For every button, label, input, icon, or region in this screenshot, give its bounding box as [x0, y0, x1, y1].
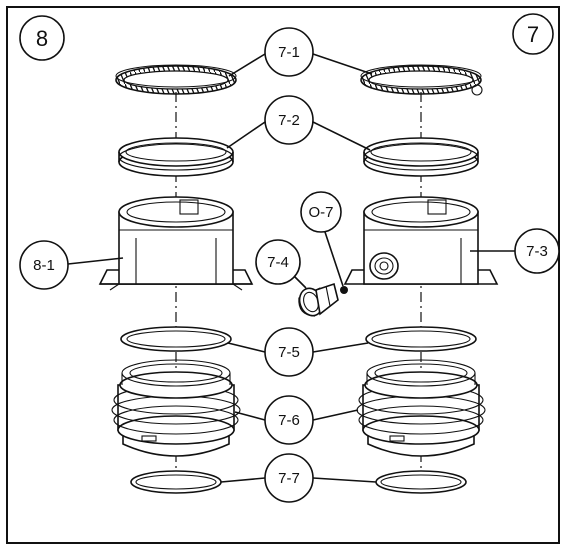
callout-7-4: 7-4: [255, 239, 301, 285]
right-o-ring-7-7: [375, 470, 467, 494]
callout-7-4-text: 7-4: [267, 254, 289, 271]
leader-lines: [67, 53, 515, 483]
left-o-ring-7-7: [130, 470, 222, 494]
callout-8-1-text: 8-1: [33, 257, 55, 274]
callout-7-5-text: 7-5: [278, 344, 300, 361]
callout-7-7: 7-7: [264, 453, 314, 503]
right-assembly: [343, 64, 499, 494]
left-threaded-body-7-6: [111, 359, 241, 457]
left-o-ring-7-5: [120, 326, 232, 352]
callout-7-3-text: 7-3: [526, 243, 548, 260]
callout-7-6-text: 7-6: [278, 412, 300, 429]
left-assembly: [98, 64, 254, 494]
right-o-ring-7-5: [365, 326, 477, 352]
left-housing-8-1: [98, 196, 254, 291]
callout-8-1: 8-1: [19, 240, 69, 290]
panel-label-right: 7: [512, 13, 554, 55]
left-retaining-ring-7-2: [118, 137, 234, 177]
callout-7-2-text: 7-2: [278, 112, 300, 129]
callout-7-1: 7-1: [264, 27, 314, 77]
callout-7-2: 7-2: [264, 95, 314, 145]
right-threaded-body-7-6: [356, 359, 486, 457]
callout-o-7-text: O-7: [308, 204, 333, 221]
callout-7-5: 7-5: [264, 327, 314, 377]
callout-7-3: 7-3: [514, 228, 560, 274]
panel-label-left-text: 8: [36, 26, 48, 51]
right-retaining-ring-7-2: [363, 137, 479, 177]
plug-7-4: [298, 282, 339, 317]
callout-7-6: 7-6: [264, 395, 314, 445]
right-spring-ring-7-1: [360, 64, 483, 96]
left-spring-ring-7-1: [115, 64, 237, 95]
panel-label-left: 8: [19, 15, 65, 61]
callout-o-7: O-7: [300, 191, 342, 233]
callout-7-7-text: 7-7: [278, 470, 300, 487]
panel-label-right-text: 7: [527, 22, 539, 47]
o-ring-o-7: [340, 286, 348, 294]
callout-7-1-text: 7-1: [278, 44, 300, 61]
right-housing-7-3: [343, 196, 499, 285]
